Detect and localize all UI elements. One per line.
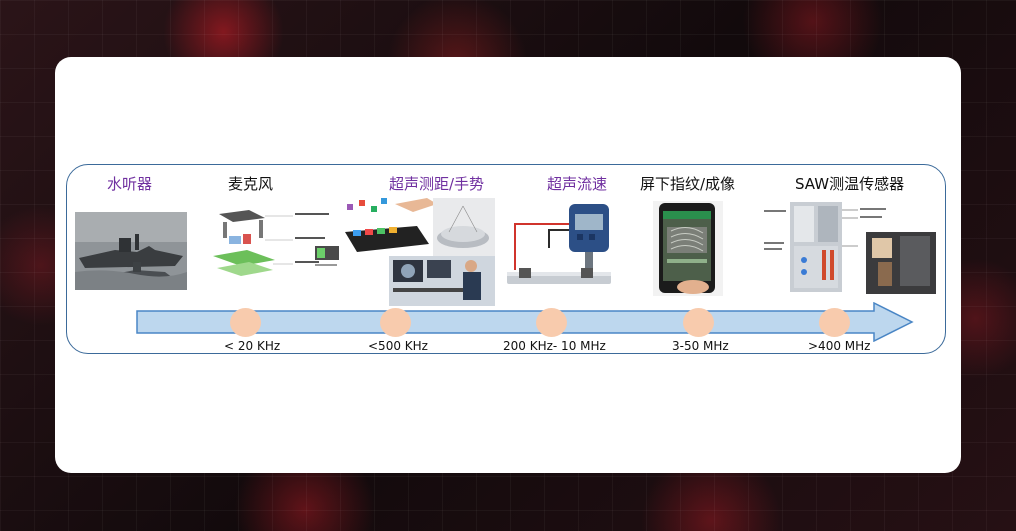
stage-label-microphone: 麦克风: [228, 175, 274, 193]
mems-microphone-diagram: [203, 208, 343, 296]
frequency-label-ultrasonic-ranging: <500 KHz: [368, 339, 428, 353]
frequency-arrow: [136, 302, 914, 342]
stage-label-ultrasonic-flow: 超声流速: [547, 175, 608, 193]
ship-photo: [75, 212, 187, 290]
tablet-gesture-robot-photo: [343, 196, 495, 306]
timeline-marker: [819, 308, 850, 337]
stage-label-hydrophone: 水听器: [107, 175, 153, 193]
timeline-frame: [66, 164, 946, 354]
timeline-marker: [230, 308, 261, 337]
timeline-marker: [536, 308, 567, 337]
stage-label-ultrasonic-ranging: 超声测距/手势: [389, 175, 485, 193]
frequency-label-saw-sensor: >400 MHz: [808, 339, 871, 353]
frequency-label-microphone: < 20 KHz: [224, 339, 281, 353]
phone-fingerprint-photo: [653, 201, 723, 296]
flow-meter-photo: [505, 202, 615, 294]
frequency-label-ultrasonic-flow: 200 KHz- 10 MHz: [503, 339, 606, 353]
timeline-marker: [380, 308, 411, 337]
switchgear-sensor-photo: [760, 198, 938, 296]
stage-label-fingerprint-imaging: 屏下指纹/成像: [640, 175, 736, 193]
stage-label-saw-sensor: SAW测温传感器: [795, 175, 905, 193]
timeline-marker: [683, 308, 714, 337]
frequency-label-fingerprint-imaging: 3-50 MHz: [672, 339, 729, 353]
